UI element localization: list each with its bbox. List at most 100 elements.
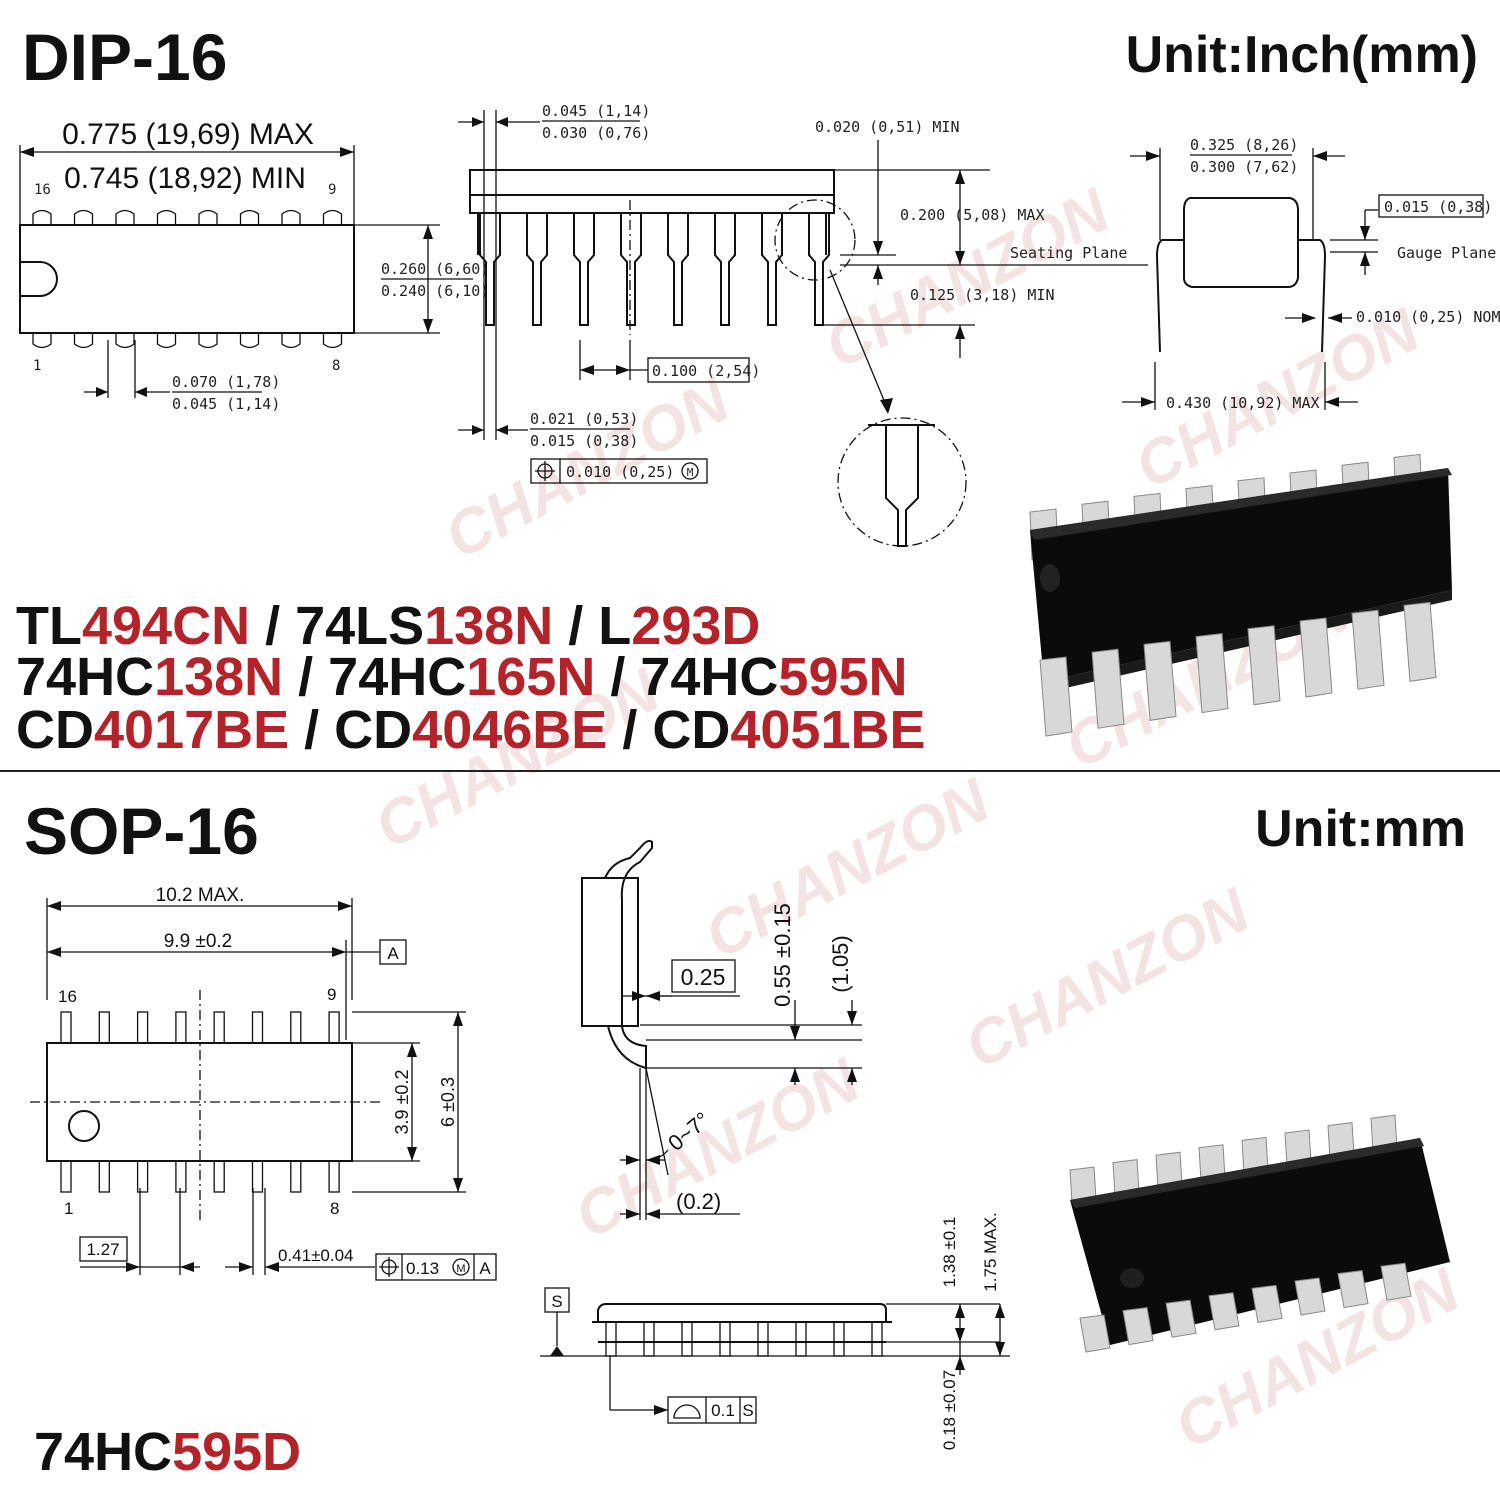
sop-tolerance: 0.13	[406, 1259, 439, 1278]
dip-top-pin	[239, 333, 260, 349]
dip-top-pin	[73, 209, 94, 225]
part-number-segment: 138N	[154, 647, 283, 707]
part-number-segment: 4046BE	[412, 700, 607, 760]
dip-top-pin	[239, 209, 260, 225]
dip-side-lead	[479, 213, 501, 326]
sop-standoff: 0.18 ±0.07	[940, 1370, 959, 1450]
chip-pin	[1351, 609, 1385, 690]
sop-top-lead	[98, 1011, 110, 1044]
sop-foot-reference: (1.05)	[828, 935, 853, 992]
dip-tolerance: 0.010 (0,25)	[566, 463, 674, 481]
dip-top-pin	[198, 209, 218, 225]
dip-length-max: 0.775 (19,69) MAX	[62, 118, 314, 151]
dip-seating-plane: Seating Plane	[1010, 244, 1127, 262]
sop-overall-width: 6 ±0.3	[438, 1077, 458, 1127]
part-number-segment: / CD	[607, 700, 730, 760]
part-number-segment: 74LS	[295, 596, 424, 656]
sop-side-lead	[871, 1321, 883, 1357]
sop-pin-1-label: 1	[64, 1199, 73, 1218]
chip-pin	[1380, 1262, 1412, 1301]
sop-side-lead	[643, 1321, 655, 1357]
part-number-segment: 293D	[631, 596, 760, 656]
sop-top-lead	[98, 1160, 110, 1193]
dip-side-lead	[761, 213, 783, 326]
part-number-segment: / 74HC	[283, 647, 466, 707]
sop-pitch: 1.27	[86, 1240, 119, 1259]
dip-height-max: 0.200 (5,08) MAX	[900, 206, 1045, 224]
part-number-segment: / CD	[289, 700, 412, 760]
sop-datum-a: A	[387, 944, 399, 963]
dip-side-lead	[573, 213, 595, 326]
dip-row-b: 0.300 (7,62)	[1190, 158, 1298, 176]
dip-title: DIP-16	[22, 20, 227, 94]
sop-datum-s: S	[551, 1292, 562, 1311]
dip-part-line: TL494CN / 74LS138N / L293D	[16, 596, 760, 656]
sop-title: SOP-16	[24, 794, 259, 868]
dip-lead-thickness: 0.010 (0,25) NOM	[1356, 308, 1500, 326]
part-number-segment: L	[598, 596, 631, 656]
sop-side-lead	[833, 1321, 845, 1357]
sop-lead-width: 0.41±0.04	[278, 1246, 354, 1265]
sop-tolerance-ref: A	[479, 1259, 491, 1278]
dip-top-view: 0.775 (19,69) MAX 0.745 (18,92) MIN 16 9…	[19, 118, 489, 413]
part-number-segment: 595D	[172, 1422, 301, 1482]
chip-pin	[1299, 617, 1333, 698]
sop-coplanarity: 0.1	[711, 1401, 735, 1420]
dip-gauge-box: 0.015 (0,38)	[1384, 198, 1492, 216]
dip-unit: Unit:Inch(mm)	[1126, 26, 1478, 84]
sop-max-height: 1.75 MAX.	[981, 1212, 1000, 1291]
part-number-segment: /	[553, 596, 598, 656]
dip-pin-1-label: 1	[33, 358, 41, 374]
dip-top-pin	[198, 333, 218, 349]
part-number-segment: 4017BE	[94, 700, 289, 760]
part-number-segment: / 74HC	[595, 647, 778, 707]
sop-top-lead	[136, 1160, 149, 1193]
dip-top-pin	[32, 333, 52, 349]
sop-side-lead	[605, 1321, 617, 1357]
chip-pin	[1251, 1284, 1283, 1323]
dip-width-a: 0.260 (6,60)	[381, 260, 489, 278]
sop-tolerance-mod: M	[456, 1263, 465, 1275]
sop-top-lead	[60, 1160, 72, 1193]
chip-pin	[1122, 1307, 1154, 1346]
dip-shoulder-a: 0.045 (1,14)	[542, 102, 650, 120]
part-number-segment: 494CN	[82, 596, 250, 656]
chip-pin	[1195, 633, 1229, 714]
dip-spread-max: 0.430 (10,92) MAX	[1166, 394, 1320, 412]
dip-part-line: CD4017BE / CD4046BE / CD4051BE	[16, 700, 926, 760]
chip-pin	[1165, 1299, 1197, 1338]
dip-pitch: 0.100 (2,54)	[652, 362, 760, 380]
sop-pin-9-label: 9	[327, 985, 336, 1004]
sop-top-lead	[60, 1011, 72, 1044]
dip-tolerance-mod: M	[687, 466, 694, 479]
sop-unit: Unit:mm	[1255, 800, 1466, 858]
sop-top-lead	[251, 1160, 264, 1193]
sop-part-line: 74HC595D	[34, 1422, 301, 1482]
sop-chip-image	[1069, 1114, 1450, 1353]
sop-coplanarity-ref: S	[742, 1401, 753, 1420]
sop-top-lead	[328, 1011, 340, 1044]
sop-top-lead	[175, 1011, 187, 1044]
dip-side-view: 0.045 (1,14) 0.030 (0,76) Seating Plane …	[458, 102, 1148, 547]
dip-lead-width-a: 0.021 (0,53)	[530, 410, 638, 428]
sop-top-lead	[136, 1011, 149, 1044]
sop-side-lead	[757, 1321, 769, 1357]
chip-pin	[1208, 1292, 1240, 1331]
part-number-segment: 595N	[778, 647, 907, 707]
dip-top-pin	[156, 333, 177, 349]
sop-top-lead	[328, 1160, 340, 1193]
dip-length-min: 0.745 (18,92) MIN	[64, 162, 306, 195]
chip-pin	[1091, 648, 1125, 729]
dip-pad-b: 0.045 (1,14)	[172, 395, 280, 413]
sop-top-lead	[175, 1160, 187, 1193]
sop-top-lead	[290, 1011, 302, 1044]
sop-body-height: 1.38 ±0.1	[940, 1217, 959, 1288]
sop-side-lead	[719, 1321, 731, 1357]
dip-side-lead	[620, 213, 642, 326]
dip-top-pin	[73, 333, 94, 349]
dip-top-pin	[32, 209, 52, 225]
sop-pin-8-label: 8	[330, 1199, 339, 1218]
dip-top-pads	[32, 209, 343, 349]
chip-pin	[1039, 656, 1073, 737]
